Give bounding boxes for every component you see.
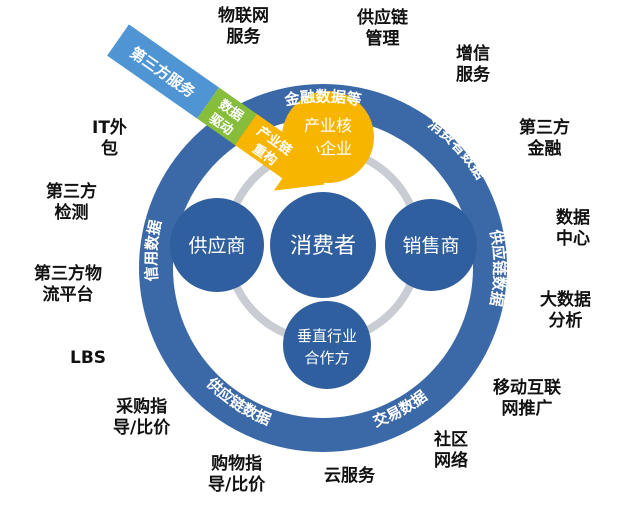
supplier-node	[170, 198, 264, 292]
outer-item-line: 导/比价	[113, 418, 171, 438]
outer-item-community: 社区 网络	[434, 430, 468, 472]
outer-item-line: 包	[100, 139, 118, 159]
vertical-partner-label-1: 垂直行业	[297, 327, 357, 345]
outer-item-purchase: 采购指 导/比价	[113, 397, 170, 439]
outer-item-line: 第三方	[46, 182, 97, 202]
outer-item-line: 服务	[226, 27, 261, 47]
seller-label: 销售商	[402, 235, 459, 257]
outer-item-line: 数据	[556, 208, 590, 228]
outer-item-line: 分析	[548, 311, 583, 331]
outer-item-line: 增信	[456, 44, 490, 64]
outer-item-line: 物联网	[218, 6, 269, 26]
ring-label-right-mid: 供应链数据	[486, 227, 508, 308]
outer-item-logistics: 第三方物 流平台	[34, 264, 102, 306]
outer-item-credit: 增信 服务	[456, 44, 490, 86]
outer-item-line: 购物指	[211, 454, 263, 474]
consumer-label: 消费者	[290, 234, 356, 259]
supplier-label: 供应商	[188, 235, 245, 257]
outer-item-line: 金融	[527, 139, 562, 159]
outer-item-line: IT外	[92, 118, 127, 138]
outer-item-line: 第三方	[519, 118, 570, 138]
outer-item-mobile: 移动互联 网推广	[493, 378, 561, 420]
outer-item-line: LBS	[70, 348, 107, 368]
outer-item-lbs: LBS	[70, 348, 106, 369]
outer-item-cloud: 云服务	[324, 466, 375, 487]
vertical-partner-node	[283, 301, 371, 389]
outer-item-line: 网络	[434, 451, 468, 471]
outer-item-supply-management: 供应链 管理	[357, 8, 408, 50]
outer-item-line: 社区	[434, 430, 468, 450]
outer-item-finance: 第三方 金融	[519, 118, 570, 160]
outer-item-line: 移动互联	[493, 378, 561, 398]
outer-item-line: 第三方物	[34, 264, 102, 284]
consumer-node	[270, 192, 376, 298]
outer-item-line: 服务	[456, 65, 490, 85]
outer-item-line: 网推广	[501, 399, 553, 419]
outer-item-line: 供应链	[357, 8, 408, 28]
vertical-partner-label-2: 合作方	[304, 349, 349, 367]
outer-item-line: 大数据	[540, 290, 591, 310]
outer-item-line: 采购指	[116, 397, 168, 417]
outer-item-iot: 物联网 服务	[218, 6, 269, 48]
outer-item-line: 流平台	[42, 285, 94, 305]
outer-item-bigdata: 大数据 分析	[540, 290, 591, 332]
outer-item-it-outsourcing: IT外 包	[92, 118, 127, 160]
ring-label-top: 金融数据等	[282, 87, 363, 109]
arrow-segment-data-driven	[197, 87, 257, 146]
outer-item-shopping: 购物指 导/比价	[208, 454, 265, 496]
outer-item-line: 云服务	[324, 466, 375, 486]
outer-item-line: 管理	[365, 29, 400, 49]
arrow-head	[273, 134, 325, 191]
outer-item-line: 导/比价	[208, 475, 266, 495]
arrow-segment-third-party	[107, 24, 220, 119]
seller-node	[385, 199, 477, 291]
arrow-segment-reconstruct	[234, 113, 306, 180]
core-enterprise-label-1: 产业核	[304, 116, 352, 135]
outer-item-datacenter: 数据 中心	[556, 208, 590, 250]
outer-item-line: 检测	[54, 203, 89, 223]
outer-item-line: 中心	[556, 229, 590, 249]
outer-item-testing: 第三方 检测	[46, 182, 97, 224]
